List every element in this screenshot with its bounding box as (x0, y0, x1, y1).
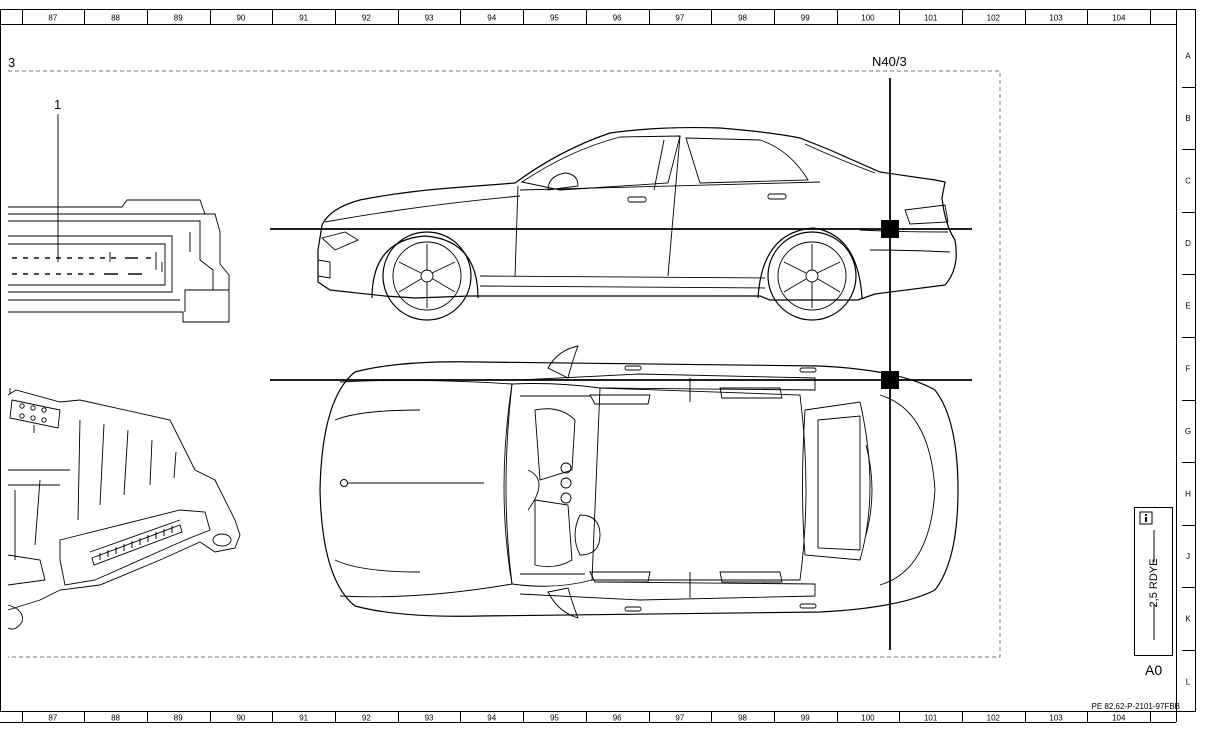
column-label-top: 103 (1049, 14, 1063, 23)
wire-spec-label: 2,5 RDYE (1148, 559, 1160, 608)
column-label-top: 87 (48, 14, 57, 23)
row-label: A (1185, 51, 1191, 60)
column-label-bottom: 104 (1112, 714, 1126, 723)
component-marker-side-view (881, 220, 899, 238)
column-label-top: 96 (613, 14, 622, 23)
control-unit-connector-illustration (8, 199, 230, 323)
vehicle-side-view-illustration (317, 126, 957, 321)
row-label: H (1185, 490, 1191, 499)
column-label-top: 89 (174, 14, 183, 23)
row-label: J (1186, 552, 1190, 561)
column-label-top: 94 (487, 14, 496, 23)
column-labels-top: 87 88 89 90 91 92 93 94 95 96 97 98 99 100 101 102 103 10… (48, 14, 1126, 23)
component-boundary-dashed (8, 70, 1001, 658)
component-label: N40/3 (872, 54, 907, 69)
column-label-top: 88 (111, 14, 120, 23)
column-label-bottom: 96 (613, 714, 622, 723)
row-label: E (1185, 302, 1190, 311)
column-label-top: 92 (362, 14, 371, 23)
column-label-top: 91 (299, 14, 308, 23)
row-label: L (1186, 677, 1191, 686)
column-label-bottom: 99 (801, 714, 810, 723)
wire-legend: 2,5 RDYE (1134, 507, 1173, 656)
column-label-bottom: 91 (299, 714, 308, 723)
vehicle-top-view-illustration (319, 345, 959, 619)
column-label-bottom: 88 (111, 714, 120, 723)
row-label: D (1185, 239, 1191, 248)
column-label-bottom: 94 (487, 714, 496, 723)
column-label-top: 97 (675, 14, 684, 23)
row-label: K (1185, 615, 1191, 624)
column-grid-ticks (22, 10, 1151, 722)
column-label-top: 101 (924, 14, 938, 23)
column-label-bottom: 92 (362, 714, 371, 723)
column-label-bottom: 87 (48, 714, 57, 723)
row-grid-ticks (1182, 87, 1196, 651)
drawing-frame (0, 9, 1196, 723)
row-label: G (1185, 427, 1191, 436)
info-icon (1139, 511, 1153, 525)
column-label-top: 98 (738, 14, 747, 23)
row-label: F (1186, 364, 1191, 373)
row-label: C (1185, 177, 1191, 186)
column-label-top: 95 (550, 14, 559, 23)
row-labels: A B C D E F G H J K L (1185, 51, 1191, 686)
component-marker-top-view (881, 371, 899, 389)
column-labels-bottom: 87 88 89 90 91 92 93 94 95 96 97 98 99 100 101 102 103 10… (48, 714, 1126, 723)
column-label-top: 99 (801, 14, 810, 23)
column-label-bottom: 95 (550, 714, 559, 723)
document-id: PE 82.62-P-2101-97FBB (1092, 702, 1181, 711)
column-label-bottom: 97 (675, 714, 684, 723)
column-label-bottom: 89 (174, 714, 183, 723)
component-location-lines (270, 78, 972, 650)
column-label-bottom: 103 (1049, 714, 1063, 723)
location-code-label: A0 (1145, 662, 1162, 678)
column-label-bottom: 98 (738, 714, 747, 723)
column-label-bottom: 90 (236, 714, 245, 723)
frame-ref-label: 3 (8, 55, 15, 70)
column-label-top: 93 (425, 14, 434, 23)
column-label-top: 90 (236, 14, 245, 23)
column-label-top: 100 (861, 14, 875, 23)
column-label-bottom: 93 (425, 714, 434, 723)
control-unit-housing-illustration (7, 388, 241, 630)
front-sensor-marker (340, 479, 348, 487)
column-label-top: 102 (987, 14, 1001, 23)
row-label: B (1185, 114, 1190, 123)
column-label-bottom: 102 (987, 714, 1001, 723)
column-label-bottom: 101 (924, 714, 938, 723)
column-label-top: 104 (1112, 14, 1126, 23)
item-1-label: 1 (54, 97, 61, 112)
column-label-bottom: 100 (861, 714, 875, 723)
